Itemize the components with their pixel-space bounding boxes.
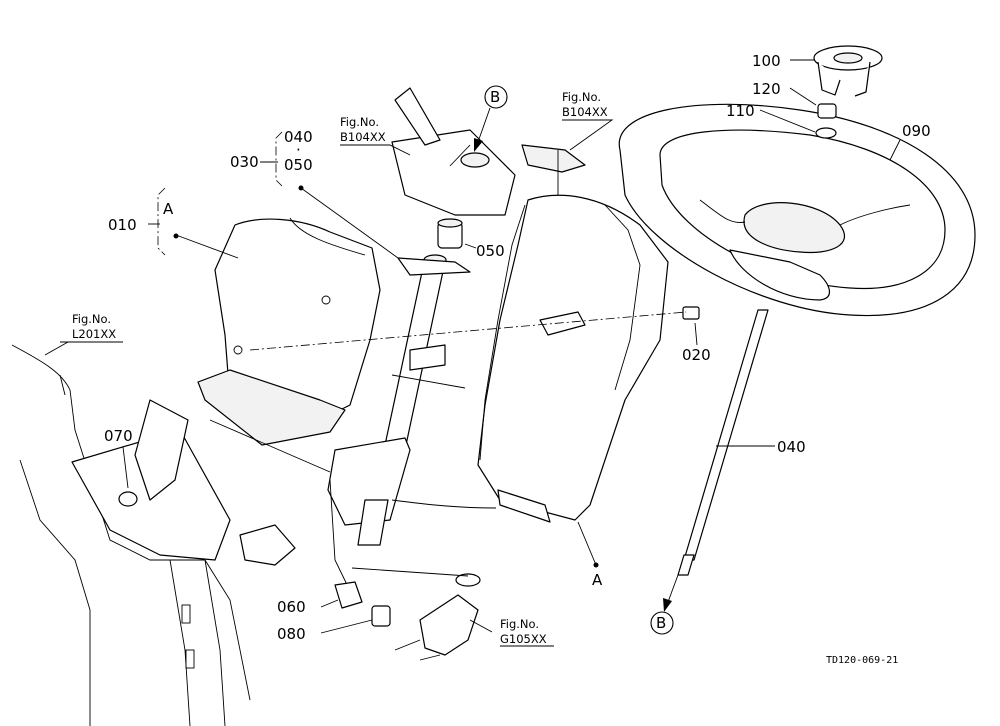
universal-joint[interactable]	[394, 573, 481, 661]
bracket-060[interactable]	[334, 581, 363, 609]
callout-020: 020	[682, 346, 711, 364]
steering-wheel[interactable]	[618, 103, 976, 317]
left-column-cover[interactable]	[197, 217, 381, 446]
callout-bracket-030	[275, 131, 283, 187]
section-b-arrow-top	[474, 85, 508, 152]
fig-ref-b104xx-left: Fig.No. B104XX	[340, 115, 386, 144]
svg-text:Fig.No.: Fig.No.	[72, 312, 111, 326]
callout-a-bottom: A	[592, 571, 603, 589]
connector-line	[391, 499, 497, 509]
washer-070[interactable]	[118, 491, 138, 507]
callout-bracket-010	[157, 187, 166, 256]
column-bushing[interactable]	[437, 218, 463, 249]
callout-120: 120	[752, 80, 781, 98]
svg-text:G105XX: G105XX	[500, 632, 547, 646]
callout-100: 100	[752, 52, 781, 70]
section-b-arrow-bottom	[650, 574, 679, 635]
callout-080: 080	[277, 625, 306, 643]
dashboard-frame	[11, 344, 296, 726]
callout-070: 070	[104, 427, 133, 445]
fig-ref-l201xx: Fig.No. L201XX	[72, 312, 116, 341]
callout-separator: ·	[296, 141, 301, 159]
bolt-080[interactable]	[371, 605, 391, 627]
diagram-code: TD120-069-21	[826, 655, 898, 666]
callout-110: 110	[726, 102, 755, 120]
fig-ref-b104xx-right: Fig.No. B104XX	[562, 90, 608, 119]
svg-text:Fig.No.: Fig.No.	[500, 617, 539, 631]
callout-a-top: A	[163, 200, 174, 218]
svg-text:B104XX: B104XX	[562, 105, 608, 119]
svg-text:L201XX: L201XX	[72, 327, 116, 341]
callout-090: 090	[902, 122, 931, 140]
svg-text:B104XX: B104XX	[340, 130, 386, 144]
hub-washer[interactable]	[815, 127, 837, 139]
center-line-020	[249, 311, 687, 351]
callout-b-bottom: B	[656, 614, 666, 632]
callout-b-top: B	[490, 88, 500, 106]
callout-030: 030	[230, 153, 259, 171]
right-column-cover[interactable]	[477, 144, 669, 523]
callout-050-bushing: 050	[476, 242, 505, 260]
callout-010: 010	[108, 216, 137, 234]
callout-050-top: 050	[284, 156, 313, 174]
fig-ref-g105xx: Fig.No. G105XX	[500, 617, 554, 647]
steering-column[interactable]	[327, 254, 471, 596]
steering-hub[interactable]	[813, 45, 883, 97]
svg-text:Fig.No.: Fig.No.	[562, 90, 601, 104]
steering-shaft[interactable]	[677, 309, 769, 576]
hub-nut[interactable]	[817, 103, 837, 119]
callout-040-shaft: 040	[777, 438, 806, 456]
leader-dots	[173, 185, 599, 568]
svg-text:Fig.No.: Fig.No.	[340, 115, 379, 129]
bolt-020[interactable]	[682, 306, 700, 320]
callout-040-top: 040	[284, 128, 313, 146]
combination-switch[interactable]	[391, 87, 516, 216]
callout-060: 060	[277, 598, 306, 616]
leader-lines	[44, 59, 901, 634]
